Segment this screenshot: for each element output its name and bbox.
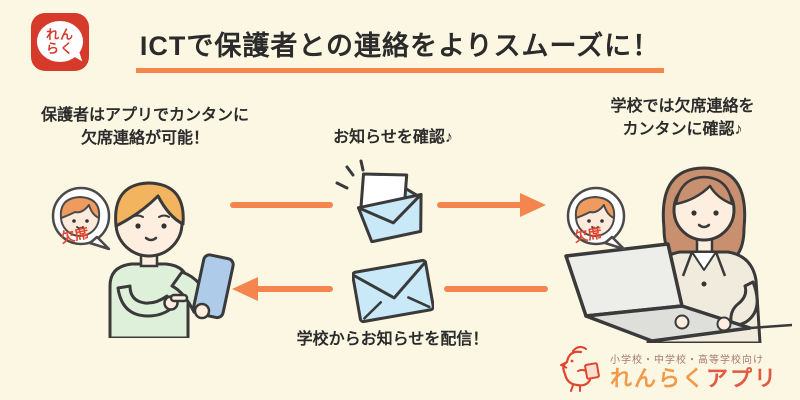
- school-caption: 学校では欠席連絡を カンタンに確認♪: [570, 95, 795, 141]
- mascot-bird-icon: [559, 345, 600, 392]
- open-envelope-icon: [335, 159, 423, 243]
- footer-brand: 小学校・中学校・高等学校向け れんらくアプリ: [559, 344, 778, 392]
- arrow-left-icon: [232, 277, 548, 301]
- teacher-illustration: [564, 166, 792, 343]
- logo-speech-bubble: れん らく: [37, 21, 83, 62]
- school-caption-line1: 学校では欠席連絡を: [610, 98, 755, 115]
- parent-illustration: [108, 181, 235, 338]
- school-caption-line2: カンタンに確認♪: [622, 121, 743, 138]
- closed-envelope-icon: [352, 258, 434, 324]
- absence-badge: 欠席: [51, 186, 111, 251]
- laptop-icon: [564, 242, 752, 343]
- parent-caption: 保護者はアプリでカンタンに 欠席連絡が可能！: [30, 104, 260, 150]
- absence-badge-label: 欠席: [59, 224, 90, 245]
- absence-badge: 欠席: [566, 186, 626, 251]
- header: ICTで保護者との連絡をよりスムーズに！: [0, 24, 800, 73]
- parent-caption-line2: 欠席連絡が可能！: [80, 130, 209, 147]
- footer-app-name-part2: アプリ: [705, 366, 778, 391]
- logo-text-line1: れん: [45, 26, 74, 42]
- arrow-right-icon: [230, 193, 546, 217]
- footer-audience-text: 小学校・中学校・高等学校向け: [609, 355, 764, 366]
- renraku-app-logo: れん らく: [31, 13, 89, 71]
- page-title: ICTで保護者との連絡をよりスムーズに！: [135, 24, 665, 73]
- logo-text-line2: らく: [45, 40, 74, 56]
- footer-app-name-part1: れんらく: [609, 366, 706, 391]
- absence-badge-label: 欠席: [573, 224, 603, 245]
- notice-check-caption: お知らせを確認♪: [333, 129, 453, 146]
- parent-caption-line1: 保護者はアプリでカンタンに: [40, 107, 249, 124]
- footer-app-name: れんらくアプリ: [610, 368, 778, 390]
- school-send-caption: 学校からお知らせを配信！: [296, 331, 489, 348]
